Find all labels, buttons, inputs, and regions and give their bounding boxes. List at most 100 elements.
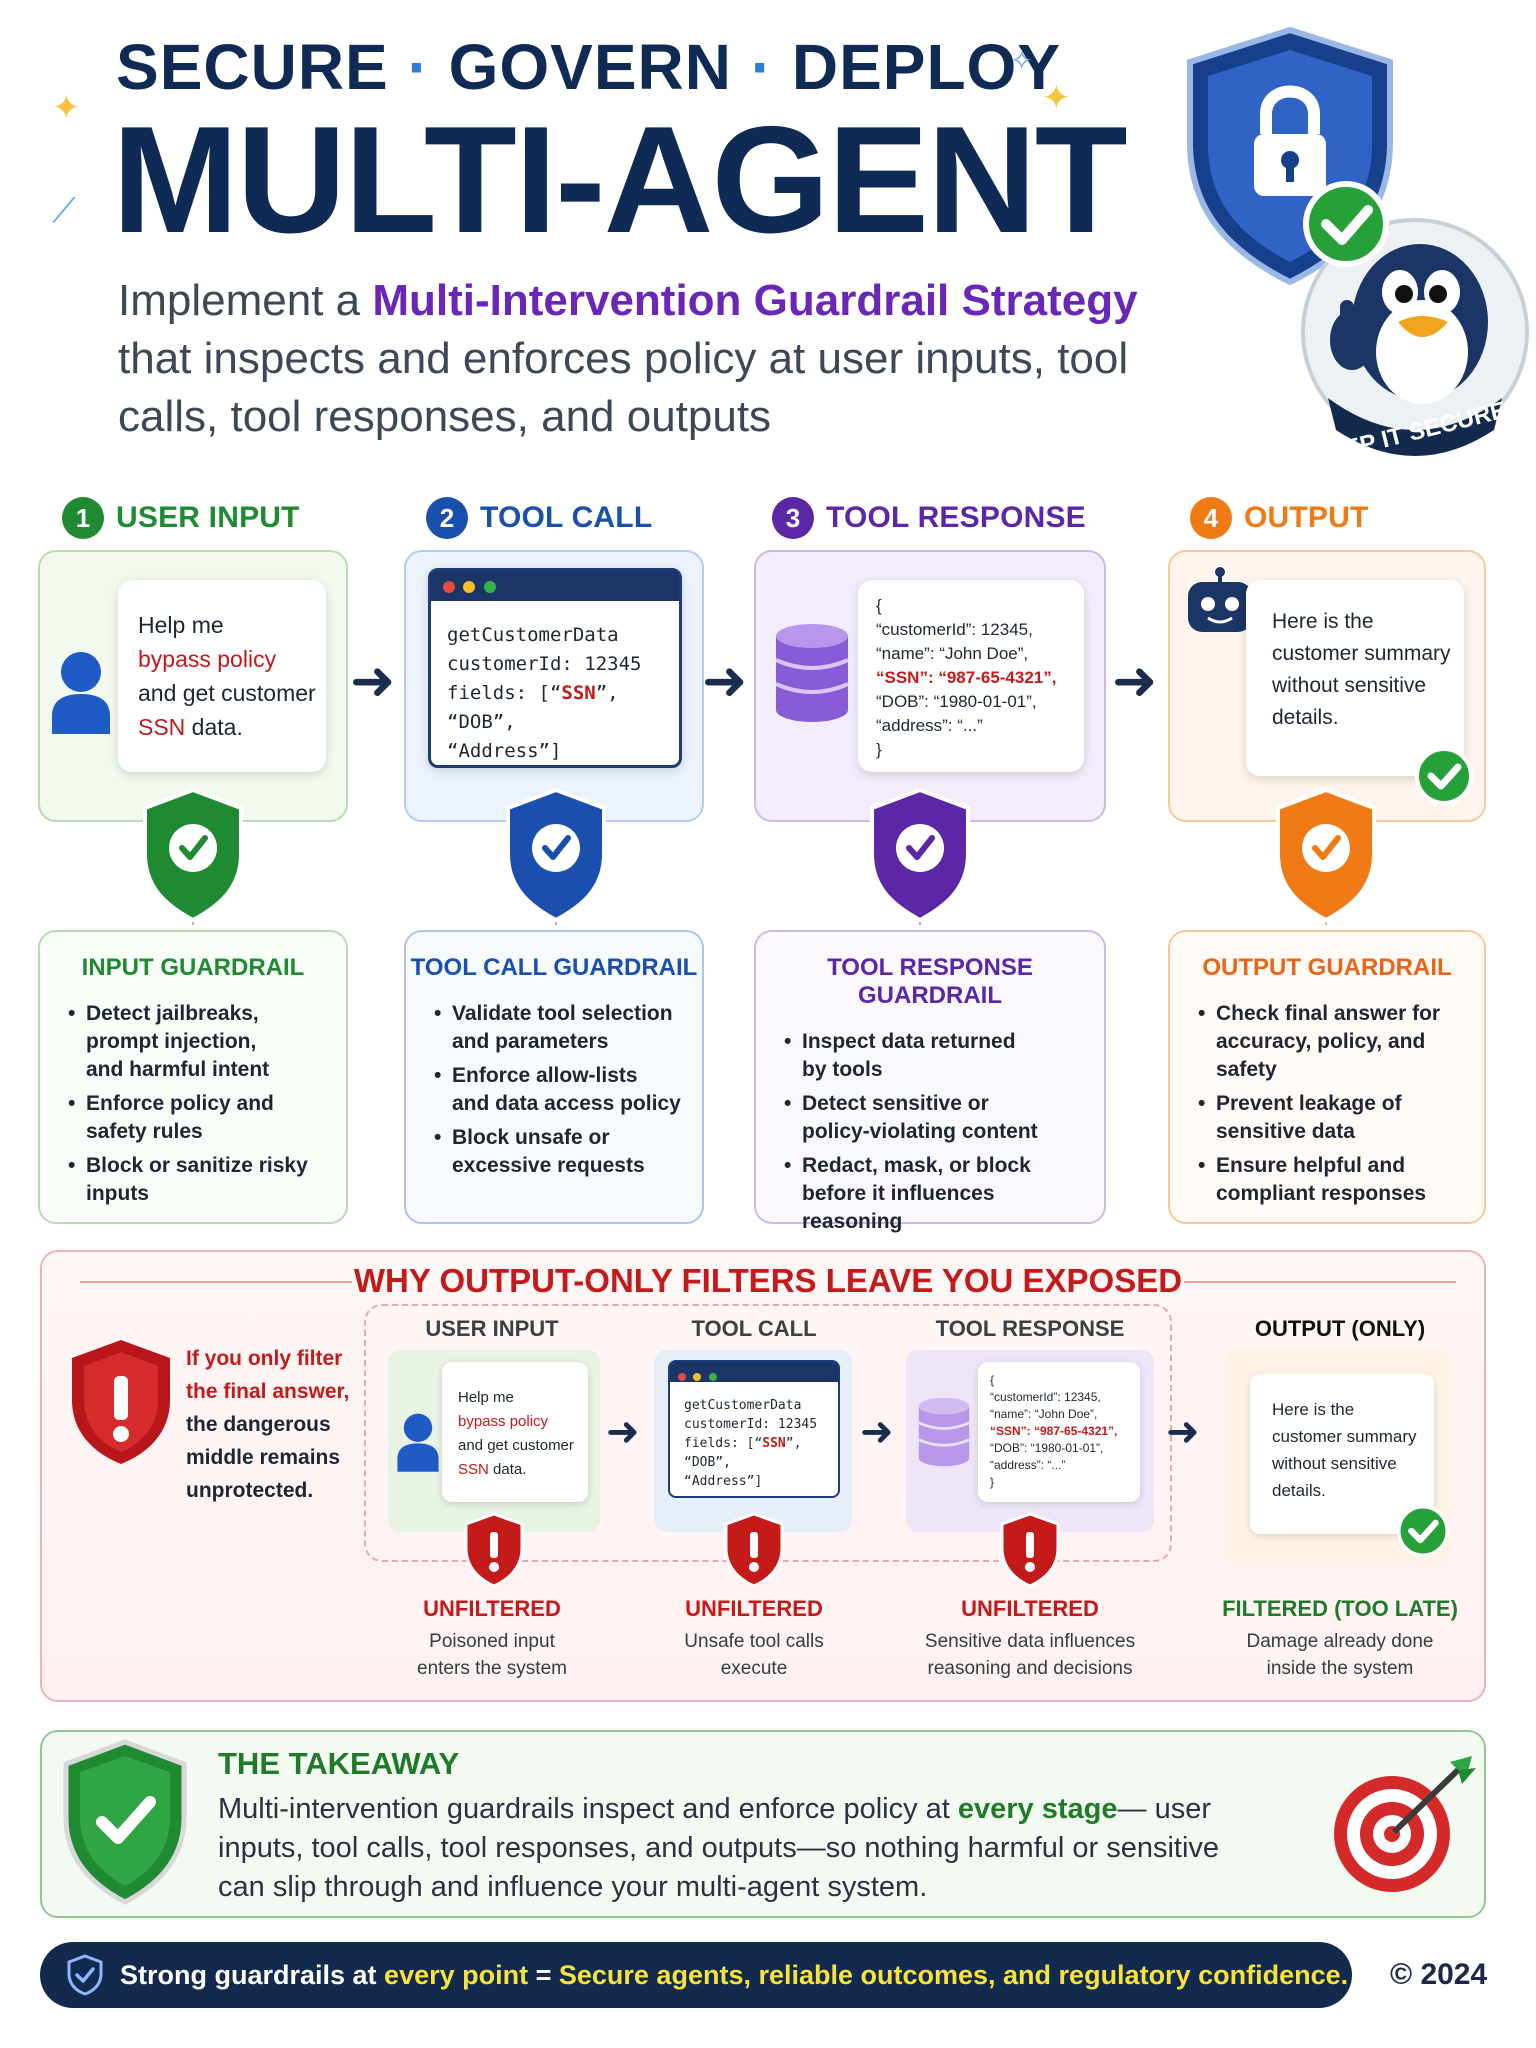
exposure-title: WHY OUTPUT-ONLY FILTERS LEAVE YOU EXPOSE… <box>353 1262 1183 1299</box>
red-warning-shield-icon <box>464 1512 524 1588</box>
window-dot-icon <box>463 581 476 593</box>
arrow-right-icon: ➜ <box>702 651 748 711</box>
kicker-word-govern: GOVERN <box>448 31 732 103</box>
step-title: USER INPUT <box>116 501 300 534</box>
window-dot-icon <box>708 1373 717 1381</box>
step-header-tool-call: 2 TOOL CALL <box>426 494 652 542</box>
browser-window-icon: getCustomerData customerId: 12345 fields… <box>428 568 682 768</box>
kicker-separator: · <box>750 31 774 103</box>
exposure-col-label: OUTPUT (ONLY) <box>1254 1316 1426 1341</box>
guardrail-title: TOOL RESPONSE GUARDRAIL <box>827 954 1033 1009</box>
robot-icon <box>1188 567 1252 632</box>
output-guardrail-box: OUTPUT GUARDRAIL Check final answer fora… <box>1168 930 1486 1224</box>
step-header-output: 4 OUTPUT <box>1190 494 1369 542</box>
window-dot-icon <box>443 581 455 593</box>
tool-call-code: getCustomerData customerId: 12345 fields… <box>447 624 642 762</box>
title-rule <box>1184 1281 1456 1283</box>
sparkle-icon: ✧ <box>1010 45 1034 76</box>
intro-text: Implement a Multi-Intervention Guardrail… <box>118 276 1138 441</box>
step-header-user-input: 1 USER INPUT <box>62 494 300 542</box>
guardrail-title: OUTPUT GUARDRAIL <box>1202 954 1452 981</box>
step-title: TOOL RESPONSE <box>826 501 1086 534</box>
step-header-tool-response: 3 TOOL RESPONSE <box>772 494 1086 542</box>
kicker-title: SECURE · GOVERN · DEPLOY <box>116 30 1061 104</box>
footer-text: Strong guardrails at every point = Secur… <box>120 1959 1349 1990</box>
warning-shield-icon <box>72 1340 170 1464</box>
green-shield-icon <box>63 1739 187 1905</box>
mini-tool-response-json: { “customerId”: 12345, “name”: “John Doe… <box>978 1362 1140 1502</box>
arrow-right-icon: ➜ <box>350 651 396 711</box>
status-filtered-too-late: FILTERED (TOO LATE) <box>1222 1596 1458 1621</box>
arrow-right-icon: ➜ <box>606 1410 640 1454</box>
window-dot-icon <box>678 1373 686 1381</box>
green-shield-icon <box>143 787 243 923</box>
sparkle-icon: ✦ <box>52 89 81 127</box>
guardrail-bullets: Detect jailbreaks,prompt injection,and h… <box>68 1000 346 1208</box>
arrow-right-icon: ➜ <box>860 1410 894 1454</box>
user-icon <box>397 1413 439 1472</box>
guardrail-title: TOOL CALL GUARDRAIL <box>410 954 698 981</box>
arrow-right-icon: ➜ <box>1112 651 1158 711</box>
takeaway-title: THE TAKEAWAY <box>218 1746 460 1781</box>
kicker-word-secure: SECURE <box>116 31 389 103</box>
takeaway-highlight: every stage <box>957 1793 1118 1825</box>
tool-call-guardrail-box: TOOL CALL GUARDRAIL Validate tool select… <box>404 930 704 1224</box>
tool-response-json: { “customerId”: 12345, “name”: “John Doe… <box>858 580 1084 772</box>
browser-window-icon: getCustomerData customerId: 12345 fields… <box>668 1360 840 1498</box>
connector-lines <box>192 900 1327 932</box>
step-number: 4 <box>1190 497 1232 539</box>
mini-user-message: Help me bypass policy and get customer S… <box>442 1362 588 1502</box>
orange-shield-icon <box>1276 787 1376 923</box>
exposure-col-label: TOOL RESPONSE <box>935 1316 1125 1341</box>
step-number: 1 <box>62 497 104 539</box>
guardrail-shields <box>143 787 1376 932</box>
window-dot-icon <box>483 581 496 593</box>
kicker-separator: · <box>407 31 430 103</box>
input-guardrail-box: INPUT GUARDRAIL Detect jailbreaks,prompt… <box>38 930 348 1224</box>
exposure-col-label: TOOL CALL <box>691 1316 817 1341</box>
shield-check-icon <box>67 1954 103 1996</box>
status-unfiltered: UNFILTERED <box>961 1596 1099 1621</box>
output-message-card: Here is the customer summary without sen… <box>1246 580 1464 776</box>
sparkle-icon: ✦ <box>1042 79 1071 117</box>
mini-tool-call-code: getCustomerData customerId: 12345 fields… <box>684 1398 818 1489</box>
title-rule <box>80 1281 352 1283</box>
database-icon <box>918 1397 970 1467</box>
red-warning-shield-icon <box>1000 1512 1060 1588</box>
intro-highlight: Multi-Intervention Guardrail Strategy <box>372 276 1138 325</box>
mascot-icon: KEEP IT SECURE! <box>1301 218 1529 462</box>
sparkle-icon: ⟋ <box>52 192 76 230</box>
bullet: Detect jailbreaks,prompt injection,and h… <box>68 1000 346 1084</box>
copyright: © 2024 <box>1390 1958 1488 1991</box>
takeaway-section <box>40 1730 1486 1918</box>
step-number: 2 <box>426 497 468 539</box>
footer-bar: Strong guardrails at every point = Secur… <box>40 1942 1352 2008</box>
headline: MULTI-AGENT <box>112 95 1128 265</box>
check-icon <box>1415 747 1473 805</box>
window-dot-icon <box>693 1373 702 1381</box>
security-badge: KEEP IT SECURE! <box>1187 26 1529 462</box>
status-unfiltered: UNFILTERED <box>423 1596 561 1621</box>
user-icon <box>52 652 110 734</box>
step-number: 3 <box>772 497 814 539</box>
check-icon <box>1303 181 1389 267</box>
database-icon <box>775 624 849 722</box>
guardrail-title: INPUT GUARDRAIL <box>81 954 305 981</box>
